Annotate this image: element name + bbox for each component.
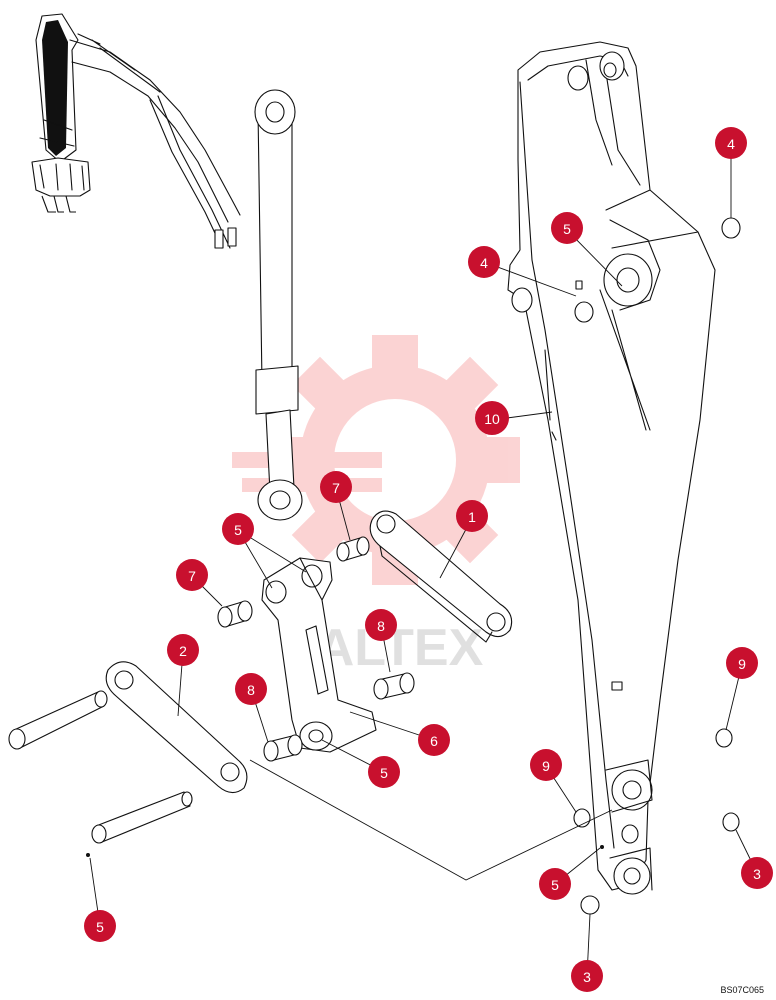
callout-badge	[418, 724, 450, 756]
callout-badge	[539, 868, 571, 900]
callout-badge	[84, 910, 116, 942]
callout-label: 5	[551, 877, 559, 893]
callout-c2: 2	[167, 634, 199, 666]
bushing-8-right	[373, 672, 415, 700]
callout-badge	[365, 609, 397, 641]
callout-c1: 1	[456, 500, 488, 532]
bushing-7-upper	[336, 536, 370, 562]
callout-badge	[368, 756, 400, 788]
callout-badge	[715, 127, 747, 159]
link-1	[369, 510, 513, 643]
callout-c8a: 8	[365, 609, 397, 641]
callout-badge	[468, 246, 500, 278]
callout-badge	[456, 500, 488, 532]
bushings	[217, 536, 415, 762]
callout-label: 5	[380, 765, 388, 781]
guide-link-6	[261, 557, 377, 753]
o-ring-9-right	[715, 728, 733, 748]
callout-c5e: 5	[84, 910, 116, 942]
dipper-arm	[507, 41, 716, 895]
callout-badge	[475, 401, 509, 435]
callout-c10: 10	[475, 401, 509, 435]
callout-badge	[320, 471, 352, 503]
o-ring-3-bottom	[580, 895, 600, 915]
callout-label: 7	[188, 568, 196, 584]
callout-c7b: 7	[176, 559, 208, 591]
drawing-code: BS07C065	[720, 985, 764, 995]
arm-overview-inset	[31, 13, 241, 249]
callout-label: 3	[583, 969, 591, 985]
watermark-text: ALTEX	[317, 619, 484, 677]
pin-lower	[91, 791, 193, 844]
bushing-8-left	[263, 734, 303, 762]
callout-badge	[222, 513, 254, 545]
callout-label: 3	[753, 866, 761, 882]
callouts: 1 2 3 3 4 4 5 5 5 5 5 6 7 7 8 8 9 9 10	[84, 127, 773, 992]
bushing-7-lower	[217, 600, 253, 628]
callout-badge	[551, 212, 583, 244]
callout-label: 9	[738, 656, 746, 672]
callout-badge	[571, 960, 603, 992]
callout-c6: 6	[418, 724, 450, 756]
o-ring-top-right	[721, 217, 741, 239]
link-2	[105, 661, 248, 794]
callout-c5a: 5	[551, 212, 583, 244]
callout-c7a: 7	[320, 471, 352, 503]
callout-c5b: 5	[222, 513, 254, 545]
callout-badge	[176, 559, 208, 591]
callout-badge	[167, 634, 199, 666]
pin-long-left	[8, 690, 108, 750]
callout-label: 4	[727, 136, 735, 152]
callout-label: 1	[468, 509, 476, 525]
pin-small-dot-right	[600, 845, 604, 849]
callout-badge	[235, 673, 267, 705]
pins	[8, 690, 604, 857]
callout-label: 4	[480, 255, 488, 271]
callout-c9b: 9	[530, 749, 562, 781]
callout-label: 5	[234, 522, 242, 538]
callout-label: 5	[563, 221, 571, 237]
o-ring-boss	[574, 301, 594, 323]
callout-label: 8	[247, 682, 255, 698]
callout-label: 8	[377, 618, 385, 634]
callout-label: 7	[332, 480, 340, 496]
callout-c3a: 3	[741, 857, 773, 889]
callout-label: 6	[430, 733, 438, 749]
pin-small-dot	[86, 853, 90, 857]
callout-label: 10	[484, 411, 500, 427]
callout-c8b: 8	[235, 673, 267, 705]
o-ring-3-right	[722, 812, 740, 832]
callout-c5d: 5	[539, 868, 571, 900]
callout-badge	[741, 857, 773, 889]
callout-badge	[726, 647, 758, 679]
callout-c4a: 4	[715, 127, 747, 159]
callout-label: 5	[96, 919, 104, 935]
callout-badge	[530, 749, 562, 781]
callout-c3b: 3	[571, 960, 603, 992]
callout-label: 9	[542, 758, 550, 774]
callout-label: 2	[179, 643, 187, 659]
callout-c9a: 9	[726, 647, 758, 679]
bucket-cylinder	[254, 89, 303, 521]
callout-c5c: 5	[368, 756, 400, 788]
callout-c4b: 4	[468, 246, 500, 278]
